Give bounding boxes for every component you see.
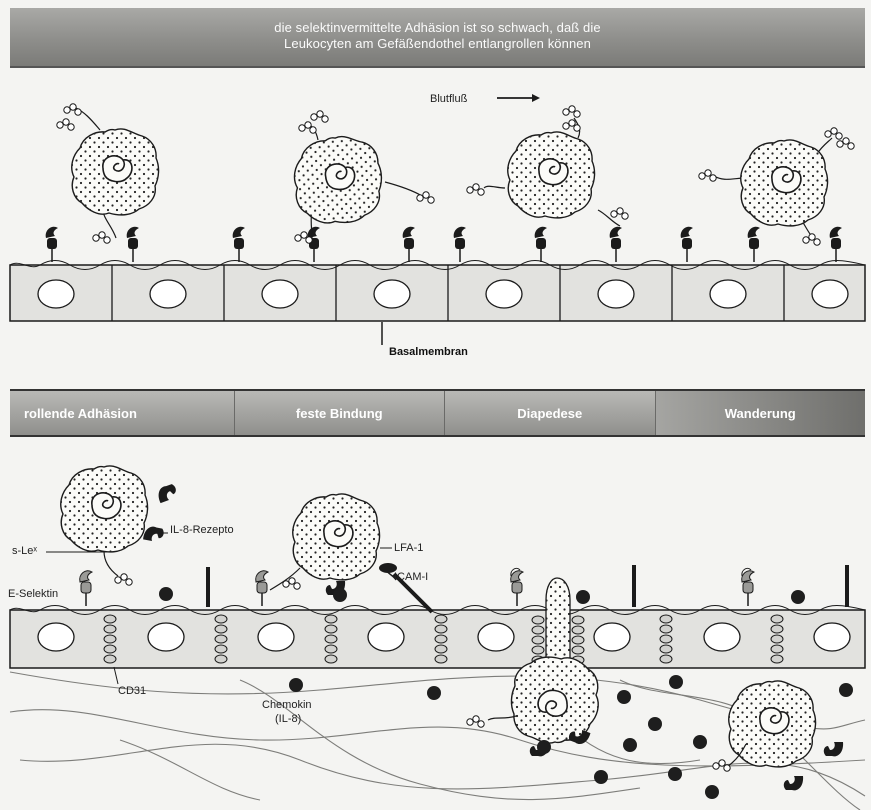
blood-flow-label-group: Blutfluß bbox=[430, 93, 540, 105]
leukocyte-top-2 bbox=[292, 111, 434, 243]
leukocyte-top-1 bbox=[57, 104, 159, 243]
membrane-proteins-bottom bbox=[206, 565, 849, 607]
icam-label: ICAM-I bbox=[394, 571, 428, 583]
basement-membrane-label: Basalmembran bbox=[389, 346, 468, 358]
lfa1-label: LFA-1 bbox=[394, 542, 423, 554]
endothelium-top bbox=[10, 261, 865, 322]
leukocyte-top-4 bbox=[699, 128, 854, 245]
chemokine-label: Chemokin bbox=[262, 699, 312, 711]
cd31-label: CD31 bbox=[118, 685, 146, 697]
slex-label: s-Leˣ bbox=[12, 545, 37, 557]
leukocyte-migrating bbox=[713, 681, 843, 790]
blood-flow-label: Blutfluß bbox=[430, 93, 468, 105]
basement-membrane-label-group: Basalmembran bbox=[382, 322, 468, 358]
il8-receptor-label: IL-8-Rezepto bbox=[170, 524, 234, 536]
leukocyte-top-3 bbox=[467, 106, 628, 226]
chemokine-sublabel: (IL-8) bbox=[275, 713, 301, 725]
flow-arrow-head-icon bbox=[532, 94, 540, 102]
leukocyte-rolling bbox=[61, 466, 179, 606]
e-selectin-label: E-Selektin bbox=[8, 588, 58, 600]
selectins-top bbox=[46, 227, 842, 262]
